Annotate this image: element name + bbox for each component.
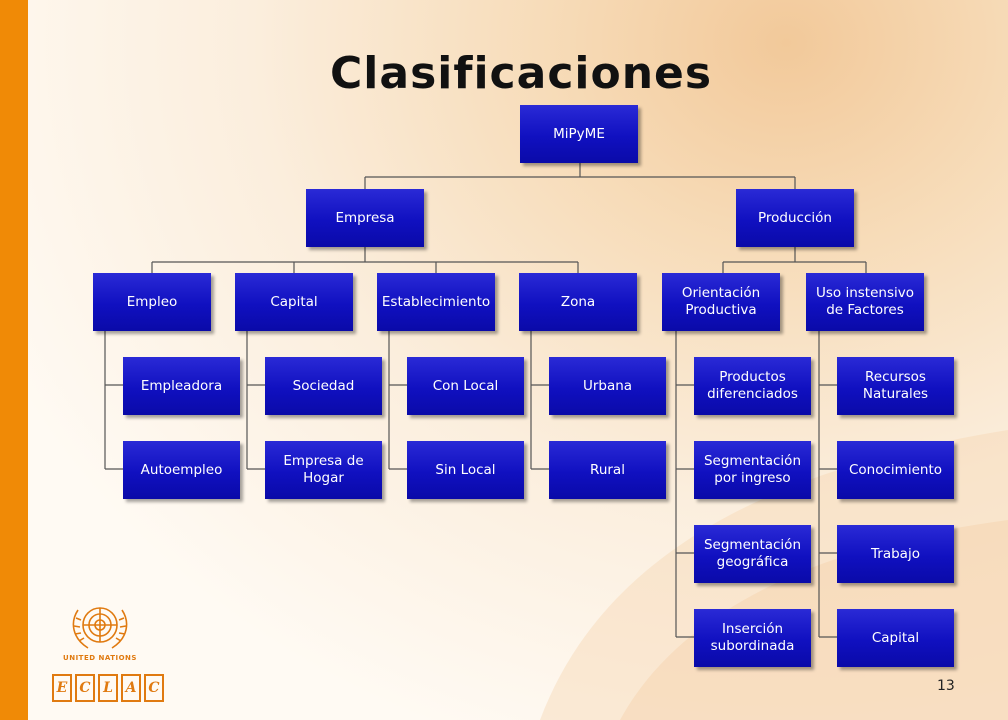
node-label: Empresa de Hogar: [283, 453, 364, 486]
node-orientacion-productiva: Orientación Productiva: [662, 273, 780, 331]
left-accent-bar: [0, 0, 28, 720]
node-label: Zona: [560, 293, 596, 310]
node-autoempleo: Autoempleo: [123, 441, 240, 499]
node-label: Capital: [270, 293, 318, 310]
eclac-logo: E C L A C: [52, 674, 164, 702]
eclac-letter: A: [121, 674, 141, 702]
node-trabajo: Trabajo: [837, 525, 954, 583]
node-label: Empleo: [126, 293, 178, 310]
node-label: Autoempleo: [140, 461, 223, 478]
node-zona: Zona: [519, 273, 637, 331]
node-label: Con Local: [432, 377, 499, 394]
node-segmentacion-ingreso: Segmentación por ingreso: [694, 441, 811, 499]
node-empleadora: Empleadora: [123, 357, 240, 415]
node-label: Empleadora: [140, 377, 223, 394]
node-label: Rural: [590, 461, 625, 478]
node-sin-local: Sin Local: [407, 441, 524, 499]
node-empresa-de-hogar: Empresa de Hogar: [265, 441, 382, 499]
node-label: Uso instensivo de Factores: [816, 285, 914, 318]
node-label: Establecimiento: [381, 293, 491, 310]
page-number: 13: [937, 678, 955, 694]
node-segmentacion-geografica: Segmentación geográfica: [694, 525, 811, 583]
node-insercion-subordinada: Inserción subordinada: [694, 609, 811, 667]
node-rural: Rural: [549, 441, 666, 499]
node-label: Orientación Productiva: [681, 285, 761, 318]
node-label: Sin Local: [435, 461, 496, 478]
eclac-letter: C: [75, 674, 95, 702]
un-org-text: United Nations: [63, 654, 137, 662]
node-con-local: Con Local: [407, 357, 524, 415]
node-productos-diferenciados: Productos diferenciados: [694, 357, 811, 415]
node-label: Segmentación por ingreso: [703, 453, 801, 486]
node-capital-category: Capital: [235, 273, 353, 331]
eclac-letter: C: [144, 674, 164, 702]
node-label: Productos diferenciados: [707, 369, 798, 402]
eclac-letter: E: [52, 674, 72, 702]
slide-title: Clasificaciones: [330, 48, 713, 99]
node-label: Urbana: [582, 377, 633, 394]
node-capital-factor: Capital: [837, 609, 954, 667]
node-establecimiento: Establecimiento: [377, 273, 495, 331]
node-conocimiento: Conocimiento: [837, 441, 954, 499]
node-label: Empresa: [335, 209, 395, 226]
node-label: Segmentación geográfica: [703, 537, 801, 570]
node-label: Producción: [758, 209, 832, 226]
node-urbana: Urbana: [549, 357, 666, 415]
node-recursos-naturales: Recursos Naturales: [837, 357, 954, 415]
node-empleo: Empleo: [93, 273, 211, 331]
node-label: Sociedad: [292, 377, 355, 394]
node-label: Capital: [871, 629, 920, 646]
un-emblem-icon: [72, 607, 128, 649]
node-produccion: Producción: [736, 189, 854, 247]
node-label: Recursos Naturales: [862, 369, 929, 402]
node-label: Conocimiento: [849, 461, 942, 478]
node-uso-intensivo-factores: Uso instensivo de Factores: [806, 273, 924, 331]
node-mipyme: MiPyME: [520, 105, 638, 163]
eclac-letter: L: [98, 674, 118, 702]
node-label: Inserción subordinada: [710, 621, 795, 654]
node-empresa: Empresa: [306, 189, 424, 247]
node-label: Trabajo: [871, 545, 920, 562]
node-label: MiPyME: [553, 125, 605, 142]
node-sociedad: Sociedad: [265, 357, 382, 415]
